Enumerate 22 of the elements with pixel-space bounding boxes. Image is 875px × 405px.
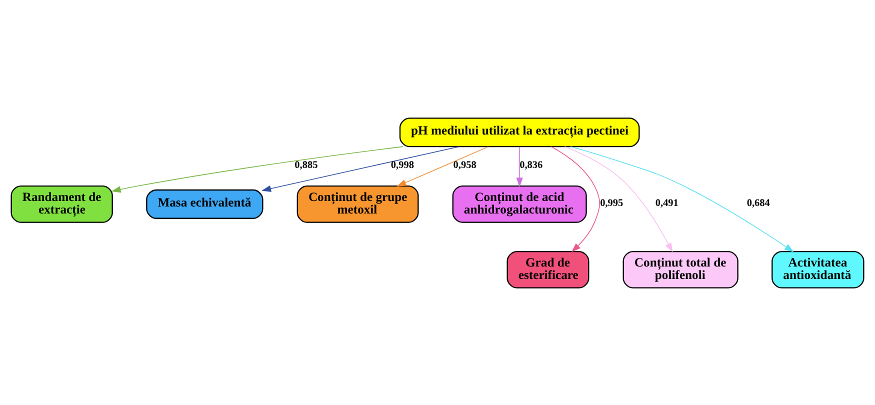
node-box: Masa echivalentă	[146, 188, 264, 218]
node-box: Grad de esterificare	[506, 250, 590, 288]
edge-label: 0,491	[655, 198, 678, 209]
node-box: Conținut total de polifenoli	[622, 250, 738, 288]
node-box: Activitatea antioxidantă	[772, 250, 864, 288]
arrow	[564, 146, 673, 252]
node-box: Conținut de grupe metoxil	[296, 184, 419, 222]
edge-label: 0,885	[294, 160, 318, 171]
edge-label: 0,836	[520, 160, 543, 171]
arrow	[111, 146, 404, 192]
arrow	[570, 146, 794, 252]
arrow	[516, 146, 523, 187]
node-box: Conținut de acid anhidrogalacturonic	[452, 184, 587, 222]
edge-label: 0,998	[390, 160, 414, 171]
arrow	[550, 146, 600, 252]
arrow	[262, 146, 460, 192]
edge-label: 0,958	[453, 160, 476, 171]
edge-label: 0,684	[746, 198, 770, 209]
arrow	[396, 146, 489, 186]
node-box: pH mediului utilizat la extracția pectinei	[399, 117, 640, 147]
edge-label: 0,995	[600, 198, 624, 209]
node-box: Randament de extracție	[10, 184, 113, 222]
